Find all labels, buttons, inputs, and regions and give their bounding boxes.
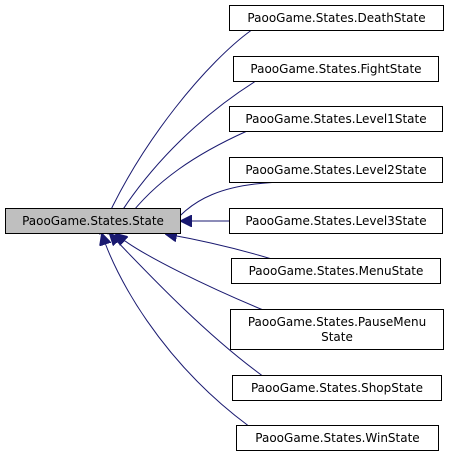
derived-class-node-death[interactable]: PaooGame.States.DeathState bbox=[229, 5, 444, 31]
inheritance-edges bbox=[100, 30, 273, 426]
derived-class-node-win[interactable]: PaooGame.States.WinState bbox=[236, 425, 439, 451]
derived-class-box bbox=[232, 375, 442, 401]
derived-class-label: PaooGame.States.Level1State bbox=[245, 112, 426, 126]
inheritance-edge-menu bbox=[166, 234, 271, 259]
derived-class-label: PaooGame.States.FightState bbox=[250, 62, 421, 76]
derived-class-label: PaooGame.States.WinState bbox=[255, 431, 419, 445]
derived-class-label: PaooGame.States.Level3State bbox=[245, 214, 426, 228]
derived-class-node-level3[interactable]: PaooGame.States.Level3State bbox=[229, 208, 443, 234]
inheritance-edge-pausemenu bbox=[116, 234, 263, 310]
inheritance-edge-fight bbox=[108, 81, 256, 234]
derived-class-label: PaooGame.States.ShopState bbox=[251, 381, 423, 395]
derived-class-label: State bbox=[321, 330, 353, 344]
derived-class-node-fight[interactable]: PaooGame.States.FightState bbox=[233, 56, 439, 82]
derived-class-node-level1[interactable]: PaooGame.States.Level1State bbox=[229, 106, 443, 132]
derived-class-node-shop[interactable]: PaooGame.States.ShopState bbox=[232, 375, 442, 401]
derived-class-box bbox=[233, 56, 439, 82]
derived-class-label: PaooGame.States.Level2State bbox=[245, 163, 426, 177]
inheritance-edge-win bbox=[102, 234, 249, 426]
derived-class-box bbox=[229, 106, 443, 132]
derived-class-box bbox=[236, 425, 439, 451]
inheritance-edge-death bbox=[100, 30, 252, 234]
derived-class-label: PaooGame.States.PauseMenu bbox=[248, 315, 426, 329]
derived-class-box bbox=[229, 208, 443, 234]
derived-class-nodes: PaooGame.States.DeathStatePaooGame.State… bbox=[229, 5, 444, 451]
derived-class-label: PaooGame.States.DeathState bbox=[247, 11, 425, 25]
derived-class-box bbox=[231, 258, 441, 284]
derived-class-box bbox=[230, 309, 444, 350]
derived-class-node-menu[interactable]: PaooGame.States.MenuState bbox=[231, 258, 441, 284]
base-class-node[interactable]: PaooGame.States.State bbox=[5, 208, 181, 234]
derived-class-label: PaooGame.States.MenuState bbox=[249, 264, 424, 278]
derived-class-node-level2[interactable]: PaooGame.States.Level2State bbox=[229, 157, 443, 183]
derived-class-box bbox=[229, 5, 444, 31]
derived-class-box bbox=[229, 157, 443, 183]
base-class-label: PaooGame.States.State bbox=[22, 214, 164, 228]
inheritance-edge-shop bbox=[110, 234, 263, 376]
